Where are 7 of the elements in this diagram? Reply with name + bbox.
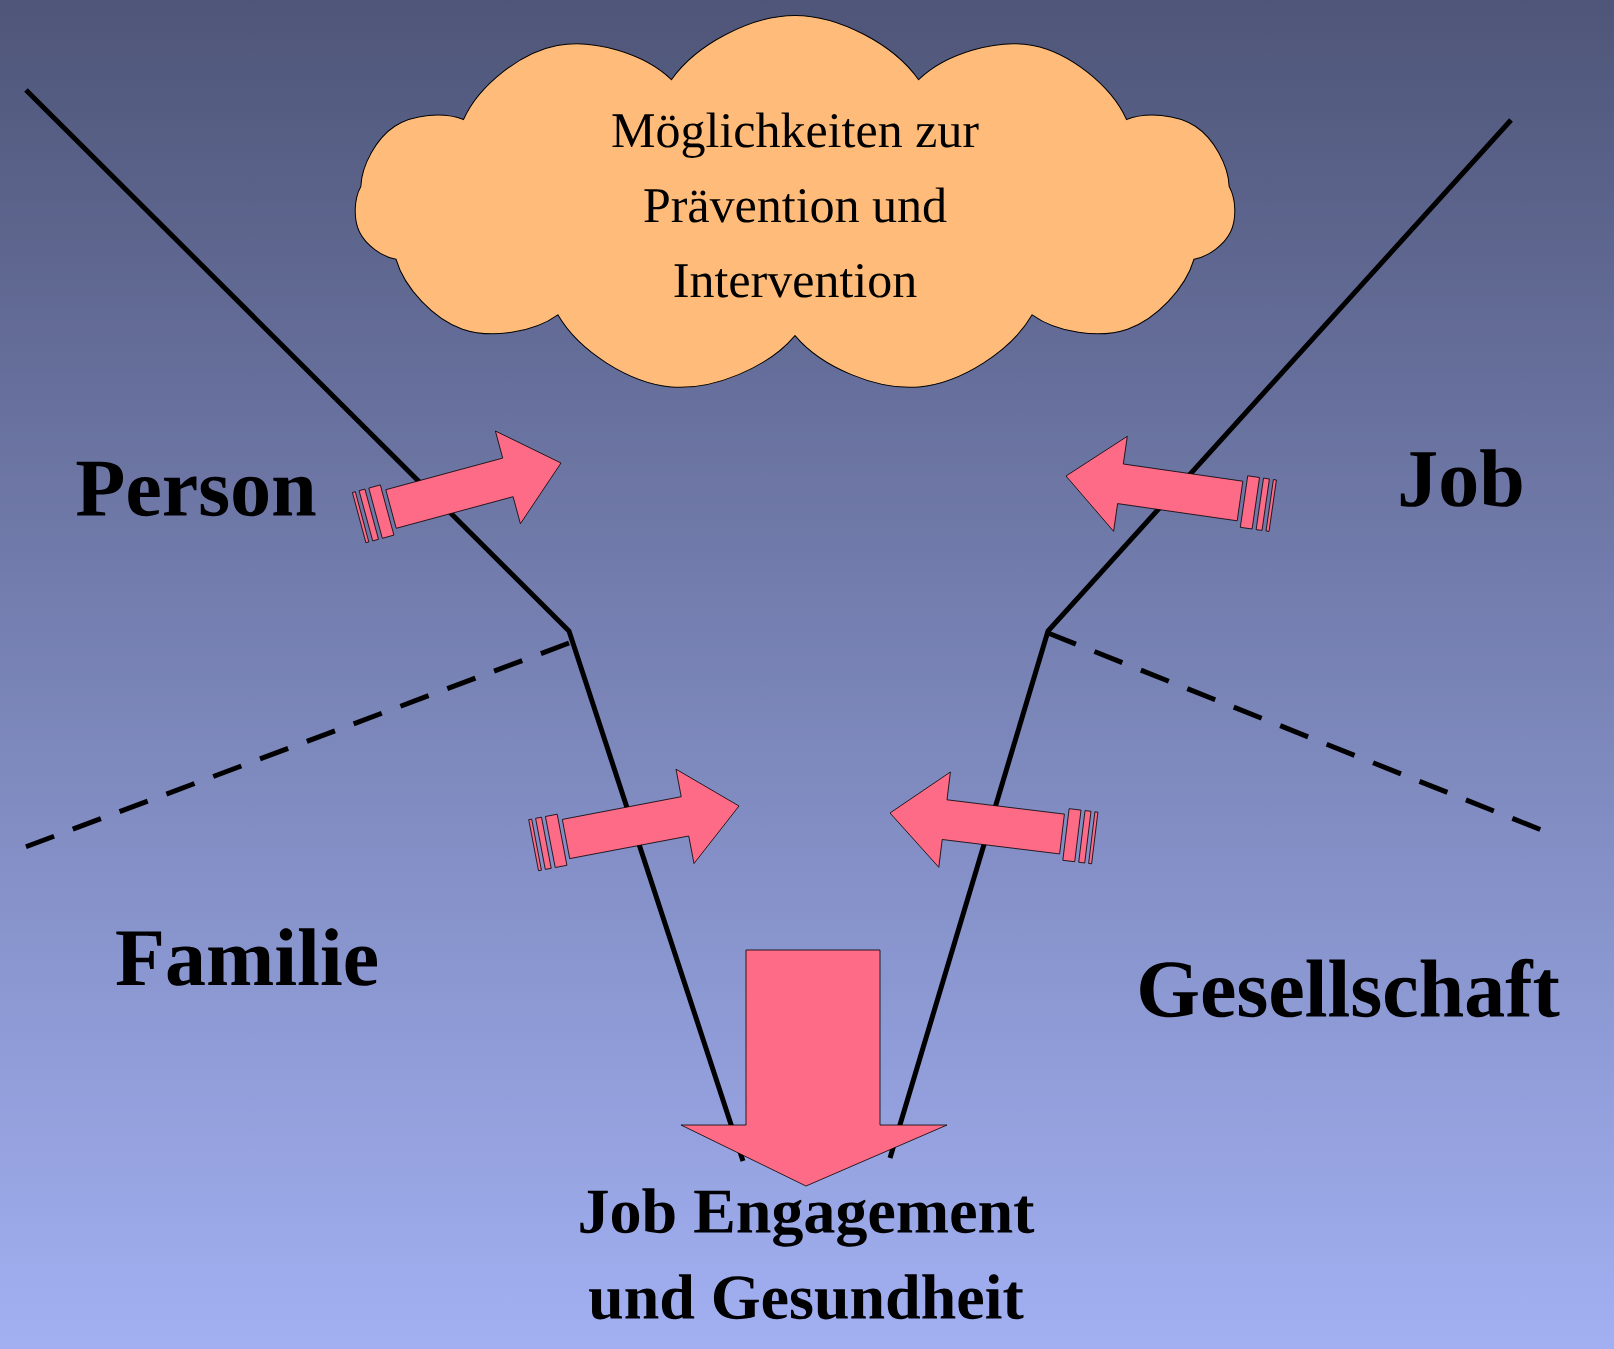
arrow [680,949,948,1187]
outcome-label: Job Engagement und Gesundheit [580,1188,1035,1320]
region-label: Familie [116,928,377,986]
cloud: Möglichkeiten zur Prävention und Intervention [354,14,1236,388]
region-label: Job [1400,449,1522,507]
region-label: Person [76,461,316,517]
region-label: Gesellschaft [1140,958,1560,1018]
